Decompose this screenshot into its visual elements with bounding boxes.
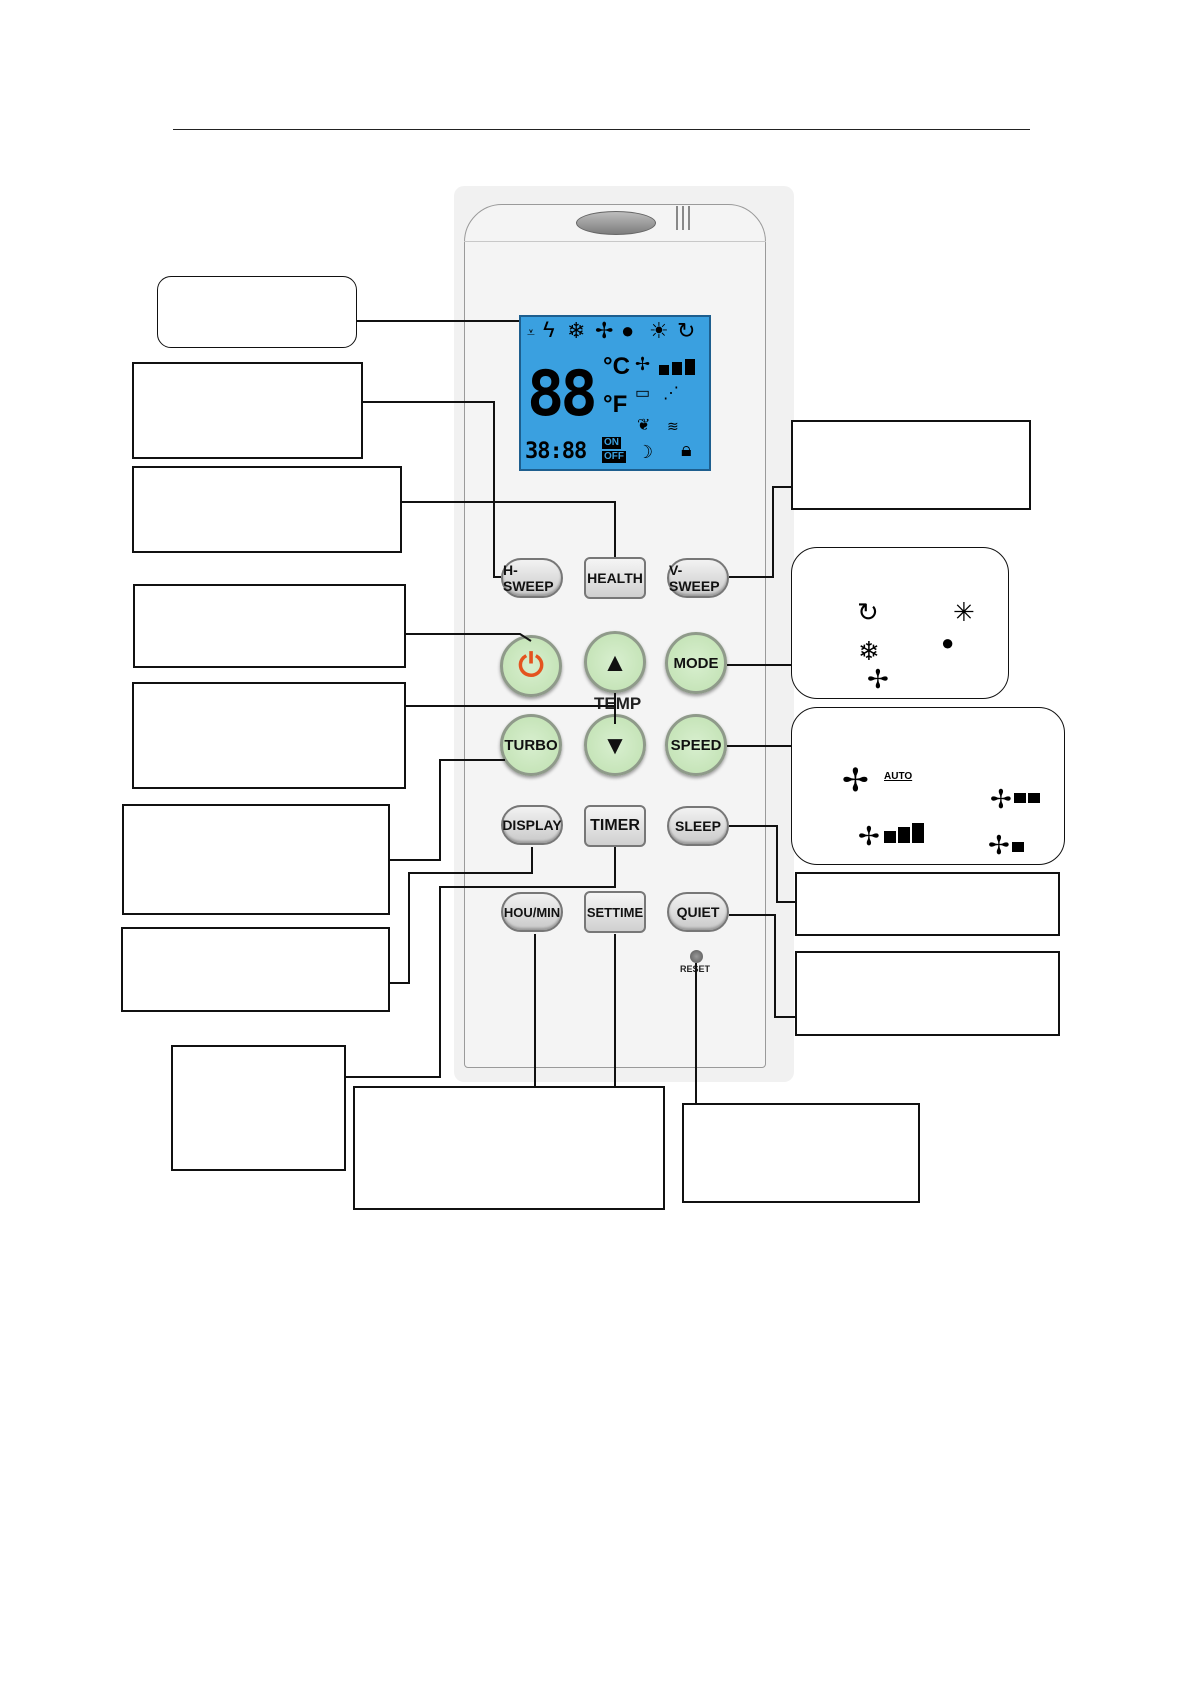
turbo-bolt-icon: ϟ [543,317,555,342]
fan-low-icon: ✢ [988,830,1010,860]
callout-reset [682,1103,920,1203]
callout-mode [791,547,1009,699]
lcd-temperature: 88 [527,357,598,430]
callout-display [121,927,390,1012]
header-rule [173,129,1030,130]
lcd-clock: 38:88 [525,439,587,464]
remote-top-cap [464,204,766,242]
drop-icon: ● [621,318,635,343]
power-icon: ⏻ [518,647,544,683]
health-leaf-icon: ❦ [637,417,651,434]
v-sweep-button[interactable]: V-SWEEP [667,558,729,598]
hou-min-button[interactable]: HOU/MIN [501,892,563,932]
leader-line-health [402,501,616,557]
fan-medium-bars [1014,793,1040,803]
lcd-speed-bar [672,362,682,375]
lcd-speed-bar [685,359,695,375]
remote-grip-lines [676,206,694,230]
leader-line-power [406,633,532,642]
snowflake-cool-icon: ❄ [858,636,880,666]
fan-auto-icon: ✢ [842,762,869,798]
leader-line-sleep [729,825,795,903]
fan-icon: ✢ [595,318,614,343]
lcd-screen: ⩡ ϟ ❄ ✢ ● ☀ ↻ 88 °C °F ✢ ▭ ⋰ ❦ ≋ 38:88 O… [519,315,711,471]
sleep-moon-icon: ☽ [637,442,654,462]
lcd-on-indicator: ON [602,437,621,449]
sun-heat-icon: ✳ [953,597,975,627]
fan-high-bars [884,823,924,843]
callout-temp [132,682,406,789]
callout-power [133,584,406,668]
leader-line-quiet [729,914,795,1018]
lcd-unit-fahrenheit: °F [603,391,628,418]
fan-auto-label: AUTO [884,771,913,782]
ir-emitter-window [576,211,656,235]
leader-line-turbo [390,759,505,861]
leader-line-h-sweep [363,401,501,578]
speed-button[interactable]: SPEED [665,714,727,776]
callout-speed [791,707,1065,865]
sun-icon: ☀ [649,318,669,343]
fan-low-bars [1012,842,1024,852]
leader-line-temp [406,693,616,724]
lcd-speed-bar [659,365,669,375]
health-button[interactable]: HEALTH [584,557,646,599]
swing-unit-icon: ▭ [635,385,651,402]
triangle-up-icon: ▲ [602,646,628,677]
leader-line-v-sweep [729,486,791,578]
swing-lines-icon: ⋰ [663,385,679,402]
snowflake-icon: ❄ [567,318,586,343]
timer-button[interactable]: TIMER [584,805,646,847]
heat-waves-icon: ≋ [667,418,679,434]
callout-turbo [122,804,390,915]
callout-v-sweep [791,420,1031,510]
callout-hou-min-settime [353,1086,665,1210]
signal-icon: ⩡ [527,324,535,340]
callout-timer [171,1045,346,1171]
lcd-fan-speed-icon: ✢ [635,354,651,374]
turbo-button[interactable]: TURBO [500,714,562,776]
callout-sleep [795,872,1060,936]
sleep-button[interactable]: SLEEP [667,806,729,846]
leader-line-timer [346,847,616,1078]
power-button[interactable]: ⏻ [500,635,562,697]
reset-button[interactable] [690,950,703,963]
fan-high-icon: ✢ [858,821,880,851]
display-button[interactable]: DISPLAY [501,805,563,845]
settime-button[interactable]: SETTIME [584,891,646,933]
auto-cycle-icon: ↻ [857,597,879,627]
triangle-down-icon: ▼ [602,729,628,760]
temp-up-button[interactable]: ▲ [584,631,646,693]
temp-label: TEMP [594,694,642,713]
callout-quiet [795,951,1060,1036]
lcd-unit-celsius: °C [603,353,630,380]
fan-icon: ✢ [867,664,889,694]
quiet-button[interactable]: QUIET [667,892,729,932]
lock-icon: 🔒︎ [681,439,692,461]
drop-dry-icon: ● [941,630,955,655]
callout-lcd [157,276,357,348]
lcd-off-indicator: OFF [602,451,626,463]
callout-health [132,466,402,553]
auto-cycle-icon: ↻ [677,318,696,343]
fan-medium-icon: ✢ [990,784,1012,814]
leader-line-display [390,847,533,984]
h-sweep-button[interactable]: H-SWEEP [501,558,563,598]
callout-h-sweep [132,362,363,459]
mode-button[interactable]: MODE [665,632,727,694]
